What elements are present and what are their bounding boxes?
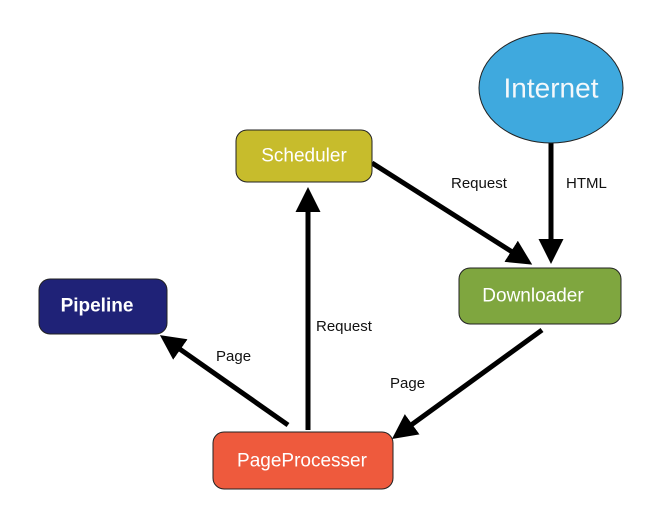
node-pipeline: Pipeline — [38, 278, 168, 335]
edge-label-scheduler-to-downloader: Request — [451, 175, 508, 192]
node-internet-label: Internet — [504, 73, 599, 104]
edge-scheduler-to-downloader — [370, 160, 533, 265]
node-pageprocesser: PageProcesser — [212, 431, 394, 490]
edges — [159, 140, 564, 439]
node-scheduler-label: Scheduler — [261, 146, 347, 167]
edge-labels: Request HTML Request Page Page — [216, 175, 607, 392]
node-internet-shape — [478, 32, 624, 144]
edge-label-downloader-to-pageprocesser: Page — [390, 375, 425, 392]
node-pipeline-shape — [38, 278, 168, 335]
node-scheduler-shape — [235, 129, 373, 183]
edge-label-pageprocesser-to-scheduler: Request — [316, 318, 373, 335]
edge-label-internet-to-downloader: HTML — [566, 175, 607, 192]
node-pageprocesser-shape — [212, 431, 394, 490]
edge-downloader-to-pageprocesser — [391, 327, 544, 439]
node-downloader-label: Downloader — [482, 286, 584, 307]
node-pipeline-label: Pipeline — [61, 296, 134, 317]
node-internet: Internet — [478, 32, 624, 144]
node-pageprocesser-label: PageProcesser — [237, 451, 368, 472]
node-scheduler: Scheduler — [235, 129, 373, 183]
node-downloader: Downloader — [458, 267, 622, 325]
edge-label-pageprocesser-to-pipeline: Page — [216, 348, 251, 365]
edge-pageprocesser-to-pipeline — [159, 335, 290, 428]
node-downloader-shape — [458, 267, 622, 325]
